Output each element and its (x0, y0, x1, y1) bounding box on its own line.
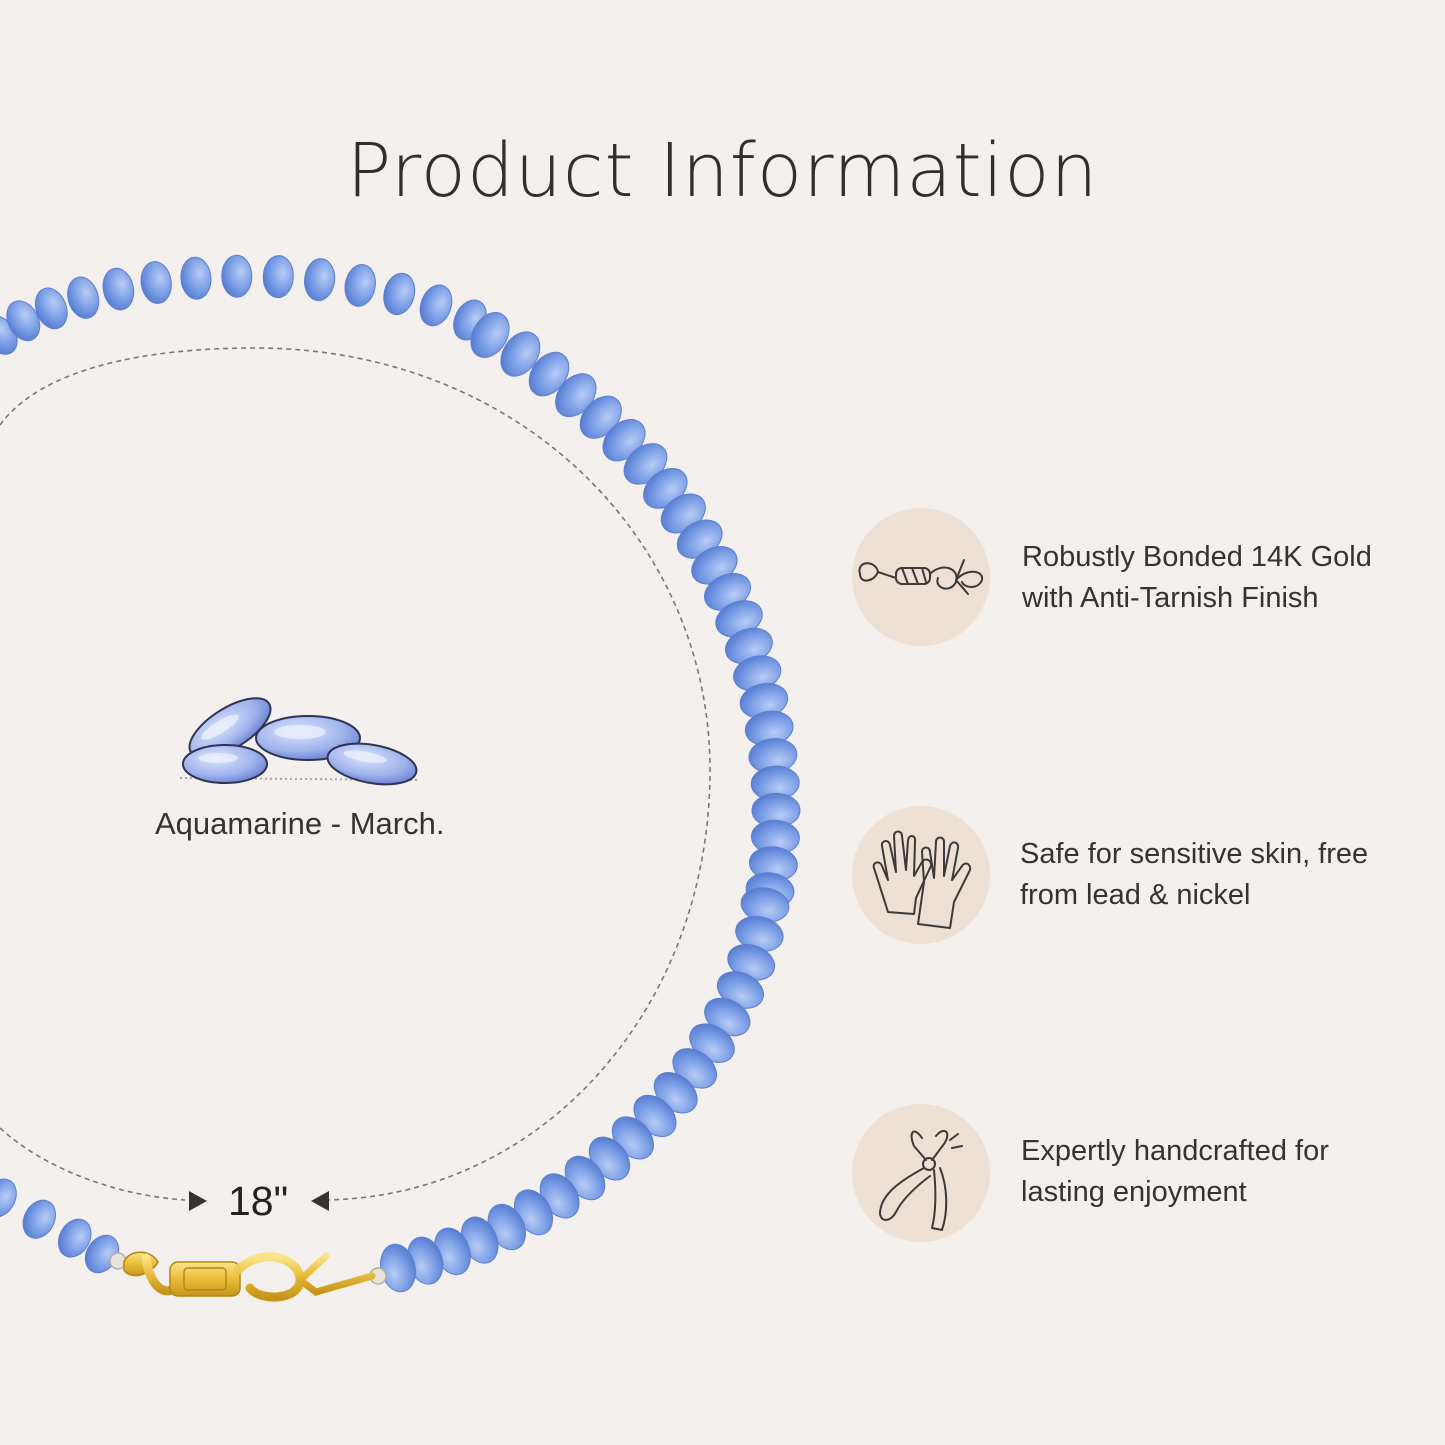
bead (419, 284, 453, 327)
feature-3-text: Expertly handcrafted for lasting enjoyme… (1021, 1131, 1441, 1213)
bead (500, 331, 541, 377)
bead-strand (0, 254, 801, 1293)
feature-1-line-2: with Anti-Tarnish Finish (1022, 582, 1319, 614)
pliers-icon (879, 1129, 963, 1231)
bead (344, 264, 376, 307)
bead (470, 312, 510, 358)
bead (140, 261, 172, 304)
necklace-length-label: 18" (228, 1178, 289, 1224)
feature-3-badge (852, 1104, 990, 1242)
aquamarine-gems-illustration (179, 697, 421, 786)
feature-2-badge (852, 806, 990, 944)
bead (57, 1218, 92, 1258)
measure-arc (0, 347, 711, 1201)
bead (221, 254, 253, 298)
feature-3-line-2: lasting enjoyment (1021, 1176, 1247, 1208)
bead (0, 1178, 17, 1218)
bead (262, 255, 294, 299)
gloves-icon (872, 830, 972, 929)
feature-1-line-1: Robustly Bonded 14K Gold (1022, 541, 1372, 573)
bead (6, 300, 41, 342)
feature-2-text: Safe for sensitive skin, free from lead … (1020, 834, 1440, 916)
feature-2-line-1: Safe for sensitive skin, free (1020, 838, 1369, 870)
bead (67, 276, 100, 319)
bead (102, 267, 135, 311)
measure-arc-left (0, 1127, 186, 1201)
feature-2-line-2: from lead & nickel (1020, 879, 1251, 911)
feature-3-line-1: Expertly handcrafted for (1021, 1135, 1329, 1167)
measure-arrow-left (189, 1191, 207, 1211)
bead (383, 272, 416, 316)
measure-arrow-right (311, 1191, 329, 1211)
feature-1-text: Robustly Bonded 14K Gold with Anti-Tarni… (1022, 537, 1442, 619)
bead (304, 258, 336, 302)
clasp-chain-icon (858, 559, 984, 595)
feature-1-badge (852, 508, 990, 646)
gold-clasp (109, 1251, 387, 1302)
bead (34, 287, 68, 330)
bead (22, 1199, 57, 1239)
gem-birthstone-label: Aquamarine - March. (155, 806, 445, 841)
page-title: Product Information (346, 128, 1099, 214)
bead (180, 256, 212, 300)
